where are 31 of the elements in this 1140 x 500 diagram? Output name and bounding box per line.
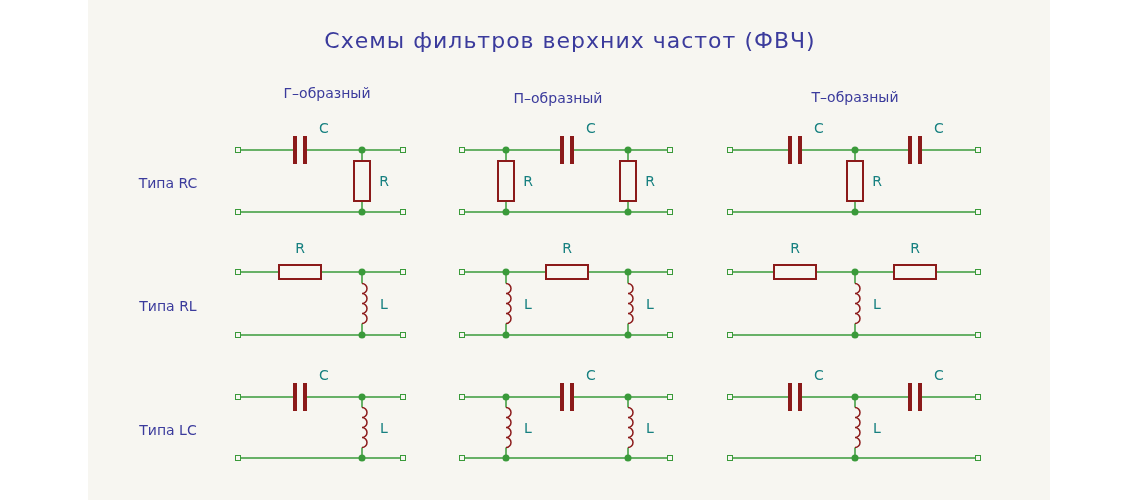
component-label: R xyxy=(562,240,572,256)
component-label: L xyxy=(646,419,654,436)
component-label: L xyxy=(873,419,881,436)
component-label: R xyxy=(790,240,800,256)
component-label: C xyxy=(814,367,824,383)
column-heading: Т–образный xyxy=(811,89,899,105)
component-label: R xyxy=(872,173,882,189)
component-label: L xyxy=(380,295,388,312)
title: Схемы фильтров верхних частот (ФВЧ) xyxy=(324,27,816,53)
component-label: L xyxy=(380,419,388,436)
component-label: L xyxy=(524,295,532,312)
component-label: R xyxy=(295,240,305,256)
component-label: C xyxy=(319,367,329,383)
component-label: R xyxy=(645,173,655,189)
row-label: Типа RC xyxy=(138,175,198,191)
component-label: R xyxy=(910,240,920,256)
component-label: L xyxy=(873,295,881,312)
component-label: C xyxy=(934,367,944,383)
component-label: C xyxy=(934,120,944,136)
component-label: L xyxy=(646,295,654,312)
component-label: L xyxy=(524,419,532,436)
component-label: C xyxy=(586,120,596,136)
component-label: C xyxy=(319,120,329,136)
component-label: R xyxy=(523,173,533,189)
row-label: Типа LC xyxy=(139,421,197,438)
row-label: Типа RL xyxy=(139,297,197,314)
component-label: C xyxy=(586,367,596,383)
component-label: C xyxy=(814,120,824,136)
component-label: R xyxy=(379,173,389,189)
column-heading: П–образный xyxy=(513,90,603,106)
column-heading: Г–образный xyxy=(283,85,371,101)
